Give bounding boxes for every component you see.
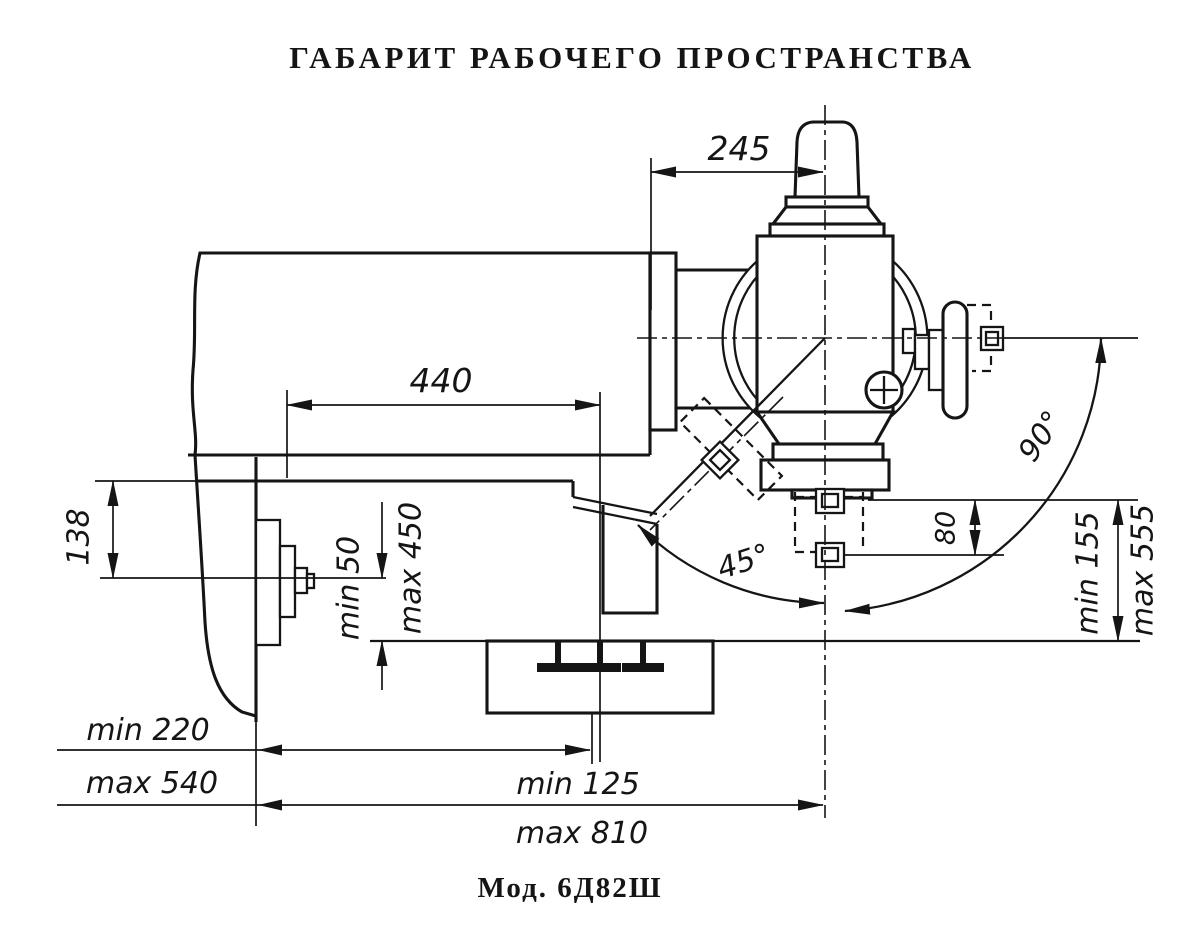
swivel-45-position-line <box>649 337 826 517</box>
dim-arc-45 <box>637 524 825 609</box>
dim-min125-max810 <box>57 799 824 811</box>
label-overarm-245: 245 <box>708 129 771 168</box>
dim-overarm-245 <box>650 158 824 310</box>
spindle-nut <box>814 487 846 515</box>
label-travel-min-125: min 125 <box>516 767 639 802</box>
page-title: ГАБАРИТ РАБОЧЕГО ПРОСТРАНСТВА <box>289 40 974 75</box>
dim-138 <box>95 480 386 579</box>
dim-table-440 <box>286 390 601 478</box>
labels: ГАБАРИТ РАБОЧЕГО ПРОСТРАНСТВА 245 440 13… <box>62 40 1161 904</box>
spindle-head <box>649 120 904 517</box>
label-swivel-90: 90° <box>1012 405 1071 469</box>
label-travel-max-810: max 810 <box>516 816 648 851</box>
label-gap-min-50: min 50 <box>332 536 367 640</box>
handwheel-rim <box>941 300 969 420</box>
clamp-screw-icon <box>864 370 904 410</box>
label-reach-max-540: max 540 <box>86 766 218 801</box>
dim-arc-90 <box>844 337 1107 615</box>
label-clearance-min-155: min 155 <box>1071 511 1106 634</box>
label-nose-80: 80 <box>931 511 962 545</box>
label-height-138: 138 <box>62 508 97 565</box>
model-caption: Мод. 6Д82Ш <box>477 872 662 904</box>
label-reach-min-220: min 220 <box>86 713 209 748</box>
spindle-nut <box>814 541 846 569</box>
dim-80 <box>843 499 1138 556</box>
handwheel <box>901 300 1005 420</box>
swivel-clamp-bolt <box>649 396 784 531</box>
slide-pad <box>254 518 282 647</box>
label-swivel-45: 45° <box>713 537 774 587</box>
knee-bracket <box>188 453 658 647</box>
centerlines <box>637 105 1138 818</box>
label-clearance-max-555: max 555 <box>1126 504 1161 636</box>
label-gap-max-450: max 450 <box>394 502 429 634</box>
table <box>370 392 1140 762</box>
label-length-440: 440 <box>410 361 473 400</box>
overarm <box>648 251 750 432</box>
